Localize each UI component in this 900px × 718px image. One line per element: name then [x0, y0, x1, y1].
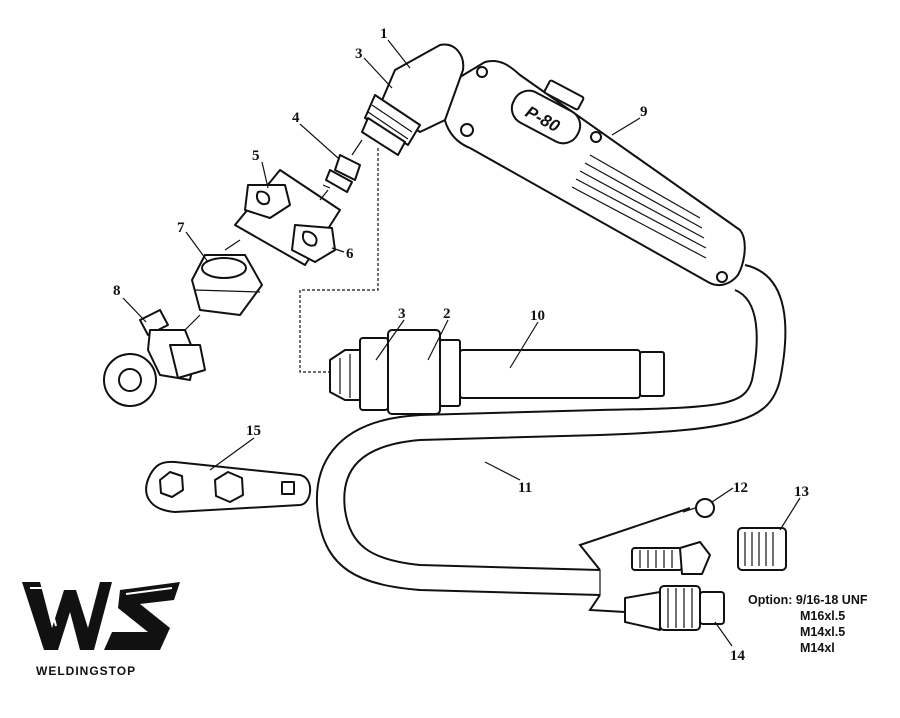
- callout-5: 5: [252, 148, 260, 164]
- standoff-guide: [103, 309, 206, 407]
- weldingstop-logo-mark: [22, 582, 180, 650]
- cable-end-connectors: [578, 498, 787, 631]
- torch-head: [361, 43, 465, 156]
- callout-12: 12: [733, 480, 748, 496]
- logo-text: WELDINGSTOP: [36, 664, 137, 678]
- callout-numbers: 1 3 4 5 6 7 8 9 3 2 10 11 12 13 14 15: [113, 26, 809, 664]
- model-plate: [510, 89, 582, 145]
- callout-1: 1: [380, 26, 388, 42]
- callout-leaders: [122, 39, 801, 647]
- swirl-ring-assembly: [234, 169, 341, 266]
- callout-11: 11: [518, 480, 532, 496]
- callout-7: 7: [177, 220, 185, 236]
- callout-15: 15: [246, 423, 261, 439]
- wrench-tool: [145, 460, 312, 513]
- torch-body: [329, 329, 665, 415]
- option-thread-list: Option: 9/16-18 UNF M16xl.5 M14xl.5 M14x…: [748, 592, 867, 656]
- callout-14: 14: [730, 648, 746, 664]
- screw-icon: [716, 271, 728, 283]
- cable-hose: [316, 264, 787, 596]
- callout-13: 13: [794, 484, 809, 500]
- shield-cup: [191, 254, 263, 316]
- callout-8: 8: [113, 283, 121, 299]
- option-thread-4: M14xl: [800, 641, 835, 655]
- grip-grooves: [571, 154, 707, 259]
- handle-switch: [543, 79, 585, 111]
- option-label: Option:: [748, 593, 793, 607]
- electrode: [322, 154, 361, 193]
- callout-10: 10: [530, 308, 545, 324]
- callout-9: 9: [640, 104, 648, 120]
- callout-3-head: 3: [355, 46, 363, 62]
- callout-6: 6: [346, 246, 354, 262]
- option-thread-3: M14xl.5: [800, 625, 846, 639]
- explode-lines: [184, 139, 363, 331]
- screw-icon: [590, 131, 602, 143]
- callout-4: 4: [292, 110, 300, 126]
- callout-2: 2: [443, 306, 451, 322]
- screw-icon: [476, 66, 488, 78]
- option-thread-2: M16xl.5: [800, 609, 846, 623]
- torch-handle: P-80: [442, 60, 746, 287]
- assembly-leader: [299, 148, 379, 373]
- option-thread-1: 9/16-18 UNF: [795, 593, 868, 607]
- callout-3-body: 3: [398, 306, 406, 322]
- screw-icon: [460, 123, 474, 137]
